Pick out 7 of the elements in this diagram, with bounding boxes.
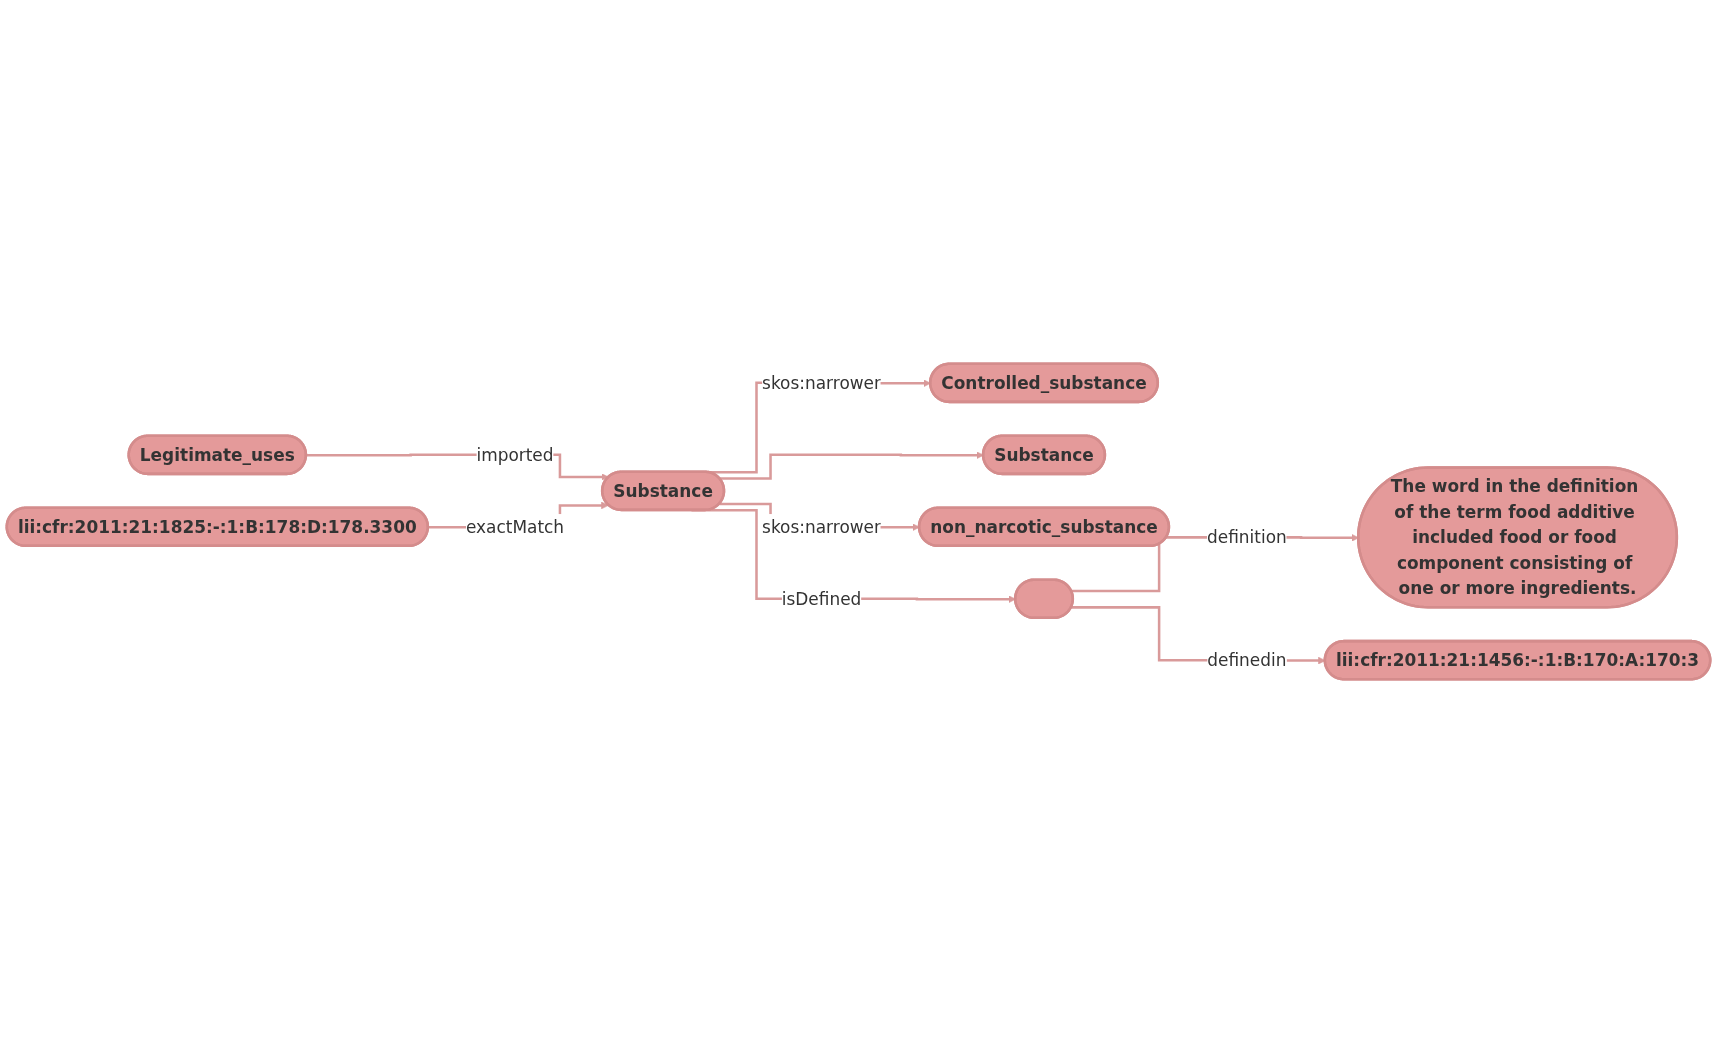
edge-label: skos:narrower xyxy=(762,372,881,393)
edge-label: skos:narrower xyxy=(762,516,881,537)
edge-label: definition xyxy=(1207,527,1287,548)
edge-label: isDefined xyxy=(781,588,862,609)
arrow xyxy=(719,451,984,480)
edge-label: definedin xyxy=(1207,650,1287,671)
edge-label: imported xyxy=(476,444,554,465)
